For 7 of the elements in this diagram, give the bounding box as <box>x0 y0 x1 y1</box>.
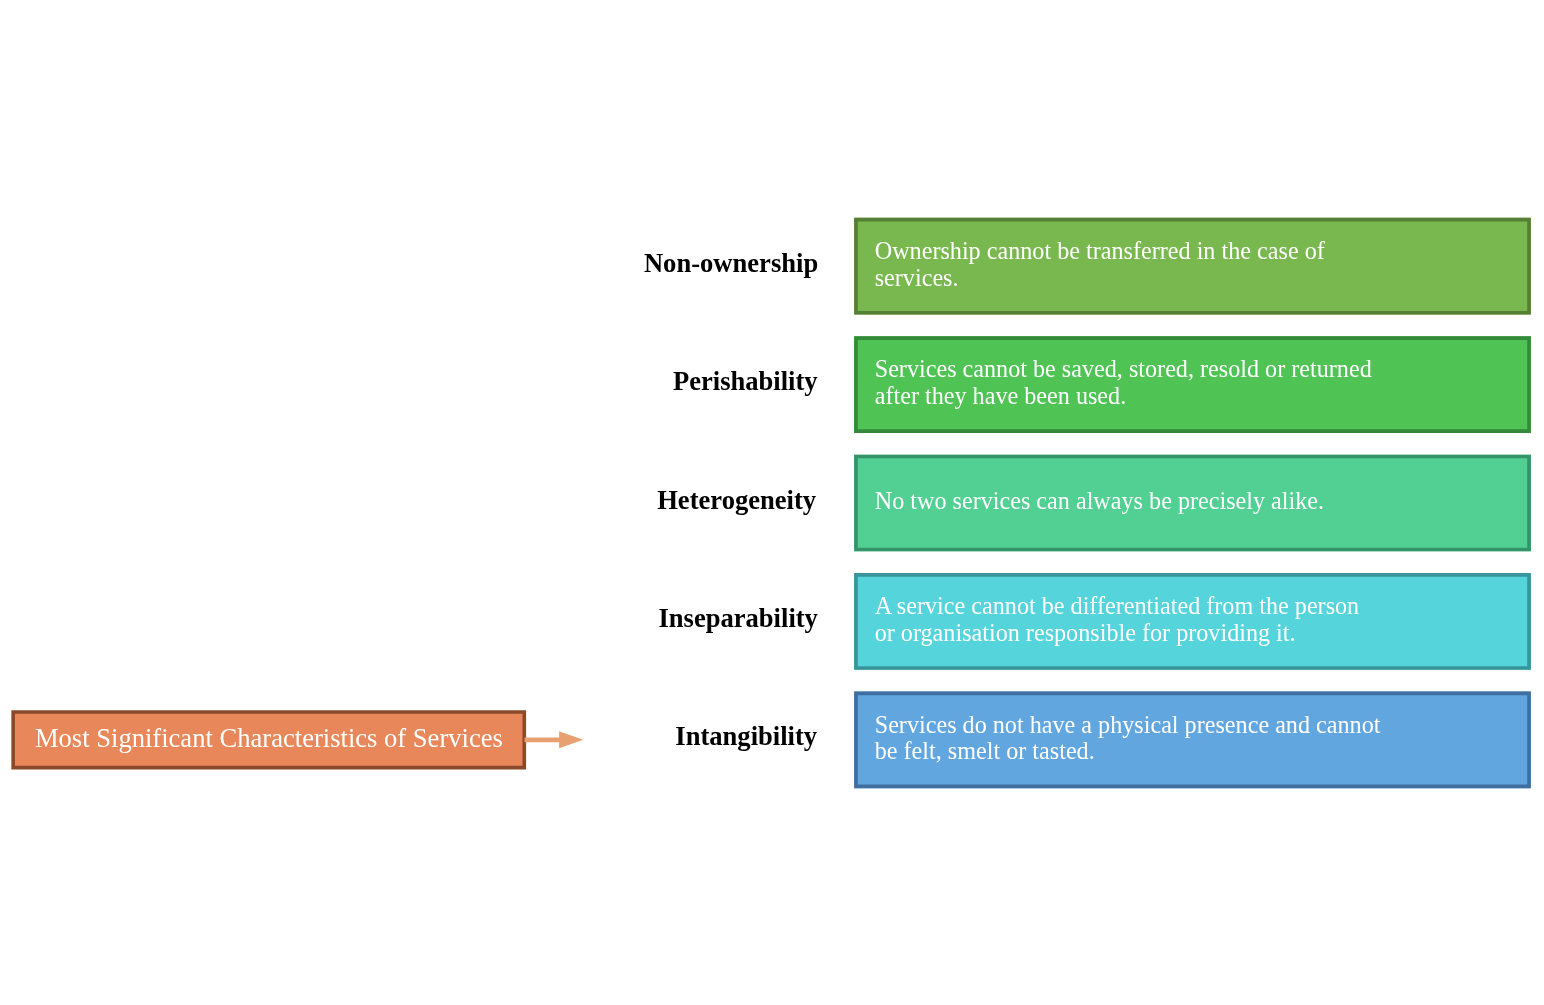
node-label: Inseparability <box>658 602 818 633</box>
node-box: Most Significant Characteristics of Services <box>11 709 527 769</box>
node-label: Non-ownership <box>643 247 819 278</box>
node-label: Perishability <box>672 365 818 396</box>
node-label: Heterogeneity <box>657 484 817 515</box>
arrow <box>524 730 584 748</box>
node-label: Intangibility <box>675 720 818 751</box>
